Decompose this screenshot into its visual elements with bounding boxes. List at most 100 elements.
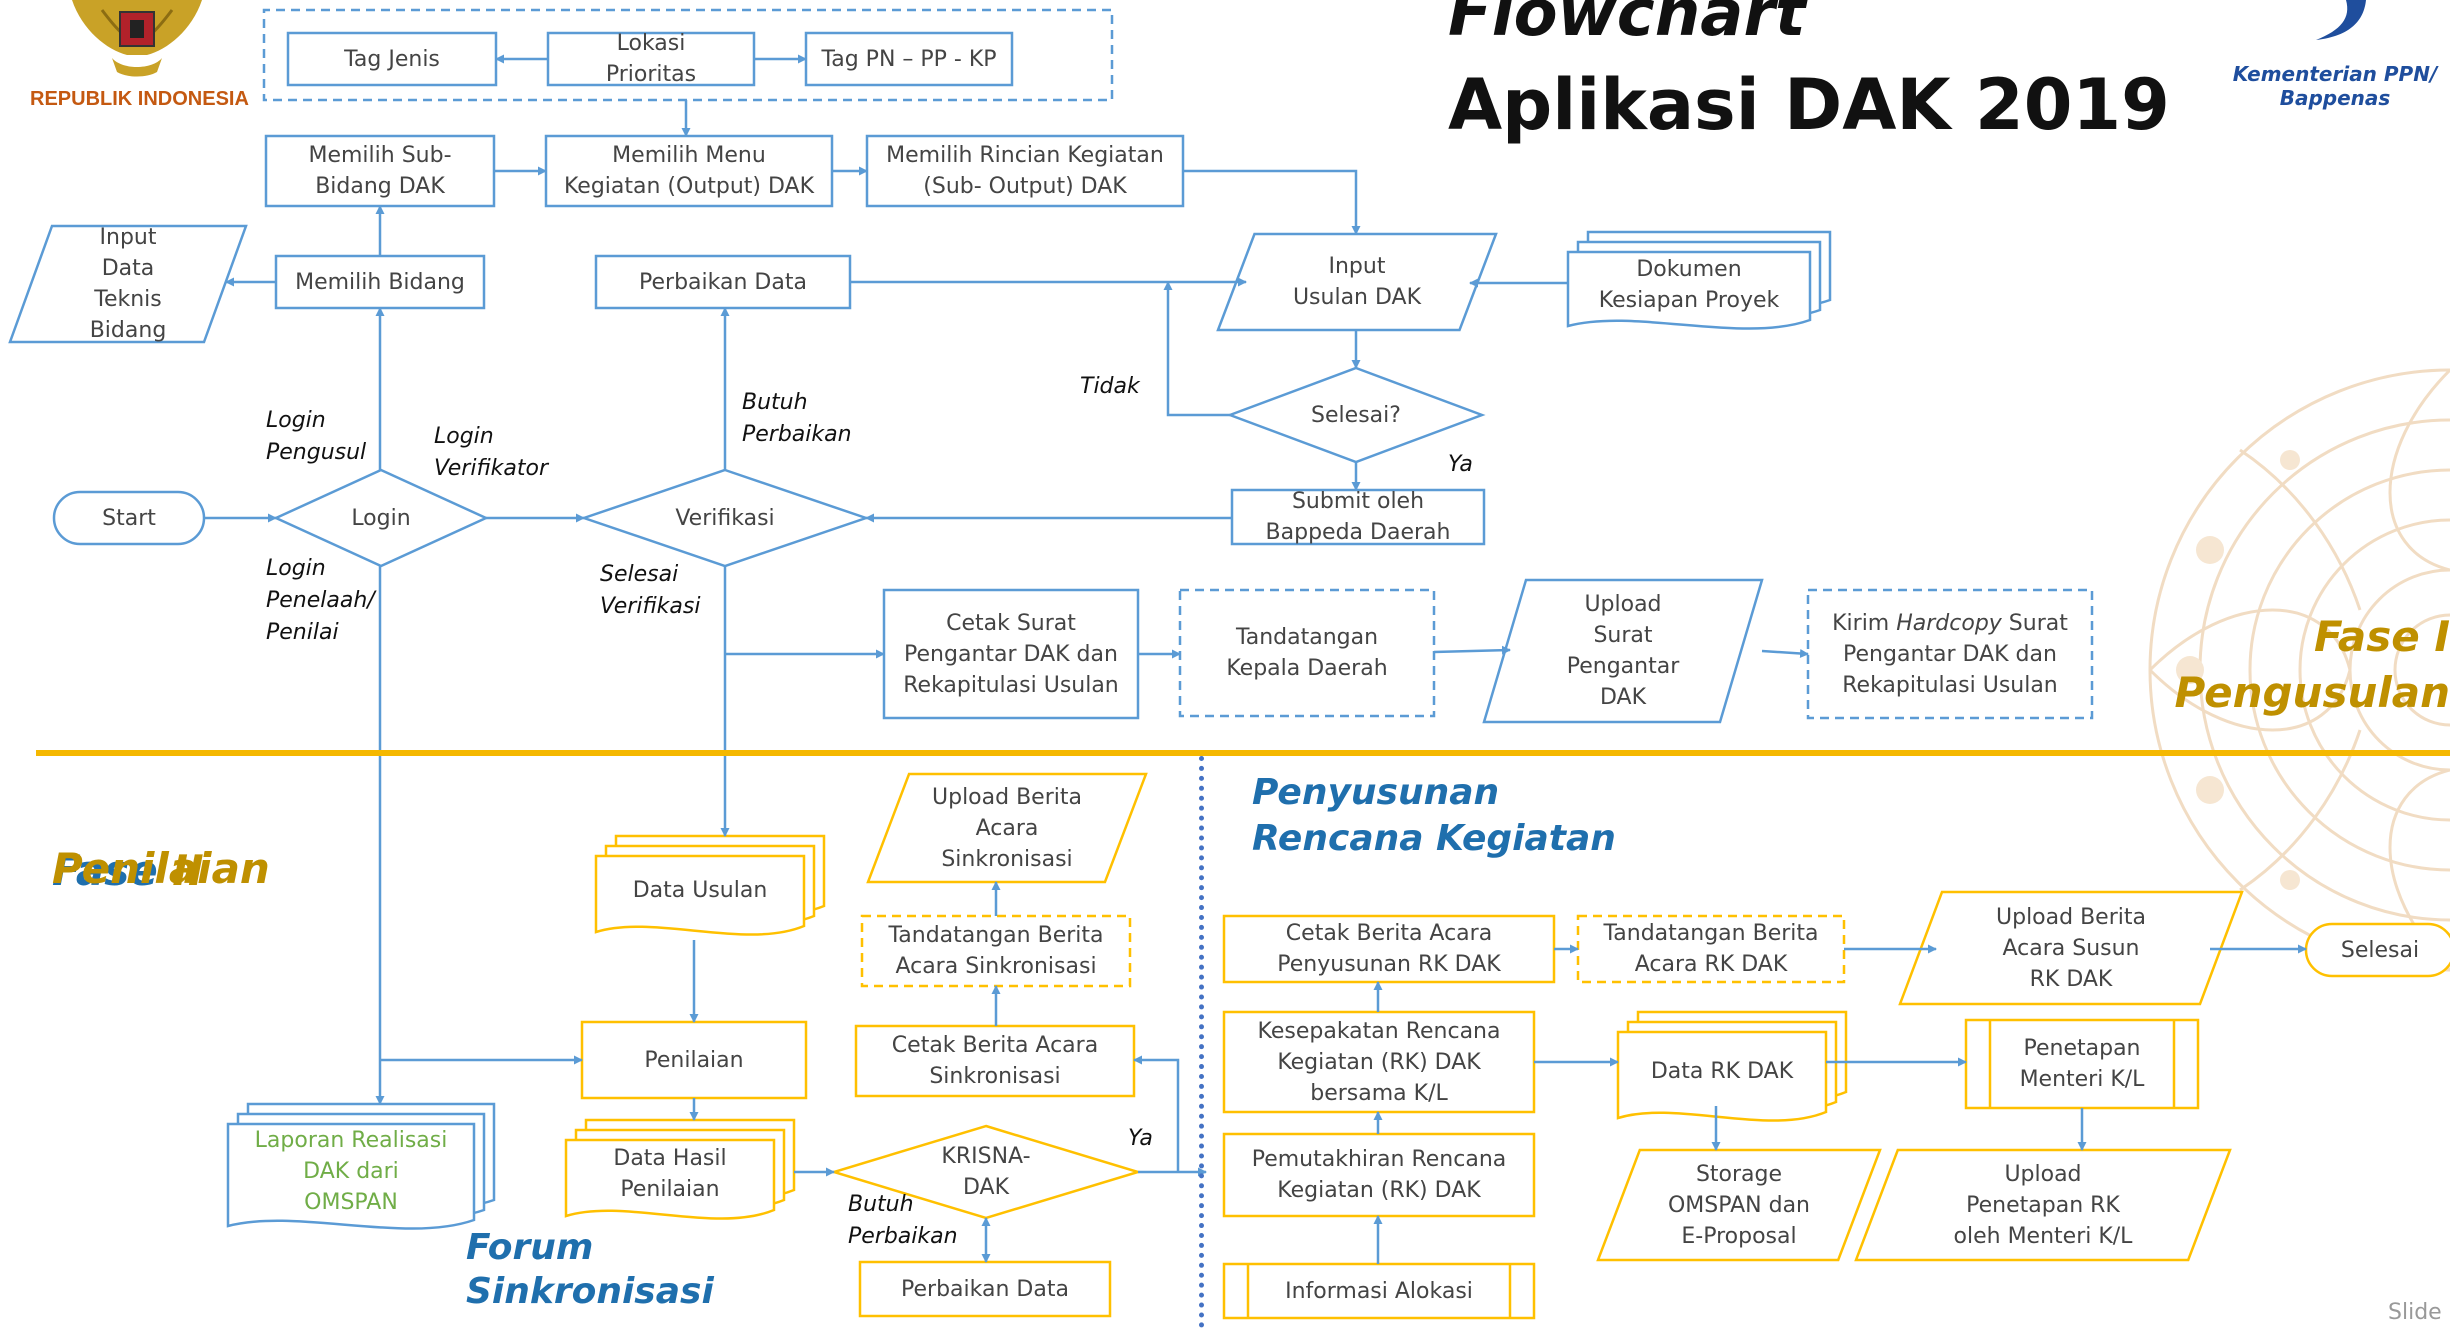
- pemutakhiran-label: Pemutakhiran Rencana Kegiatan (RK) DAK: [1251, 1147, 1507, 1203]
- krisna-label: KRISNA- DAK: [941, 1144, 1031, 1200]
- tag-pn-label: Tag PN – PP - KP: [821, 46, 997, 72]
- garuda-emblem-icon: [72, 0, 202, 77]
- node-input-data-teknis: [8, 224, 248, 344]
- upload-ba-susun-label: Upload Berita Acara Susun RK DAK: [1996, 904, 2146, 992]
- upload-surat-label: Upload Surat Pengantar DAK: [1566, 592, 1680, 710]
- node-penilaian: [580, 1020, 808, 1100]
- section-divider: [1199, 756, 1204, 1328]
- cetak-ba-sinkron-label: Cetak Berita Acara Sinkronisasi: [891, 1033, 1099, 1089]
- tidak-label: Tidak: [1080, 374, 1140, 399]
- fase-2-line-2: Penilaian: [52, 844, 270, 893]
- node-cetak-ba-sinkron: [854, 1024, 1136, 1098]
- data-rk-label: Data RK DAK: [1650, 1058, 1794, 1084]
- ttd-ba-rk-label: Tandatangan Berita Acara RK DAK: [1603, 921, 1819, 977]
- forum-sinkronisasi-title: Forum Sinkronisasi: [466, 1227, 714, 1312]
- title-line-2: Aplikasi DAK 2019: [1448, 64, 2170, 146]
- penetapan-label: Penetapan Menteri K/L: [2019, 1036, 2145, 1092]
- node-laporan: [226, 1102, 496, 1230]
- upload-penetapan-label: Upload Penetapan RK oleh Menteri K/L: [1953, 1161, 2133, 1249]
- node-sub-bidang: [264, 134, 496, 208]
- node-data-rk: [1616, 1010, 1848, 1122]
- memilih-bidang-label: Memilih Bidang: [295, 269, 465, 295]
- login-pengusul-label: Login Pengusul: [266, 408, 367, 465]
- ttd-kepala-label: Tandatangan Kepala Daerah: [1226, 625, 1388, 681]
- fase-1-line-1: Fase I: [2314, 612, 2450, 661]
- storage-label: Storage OMSPAN dan E-Proposal: [1667, 1161, 1810, 1249]
- login-verifikator-label: Login Verifikator: [434, 424, 549, 481]
- selesai-q-label: Selesai?: [1311, 402, 1401, 428]
- node-ttd-ba-sinkron: [860, 914, 1132, 988]
- perbaikan-data-1-label: Perbaikan Data: [639, 269, 807, 295]
- node-perbaikan-data-2: [858, 1260, 1112, 1318]
- ministry-line-1: Kementerian PPN/: [2232, 62, 2438, 86]
- butuh-perbaikan-label: Butuh Perbaikan: [742, 390, 852, 447]
- ya-krisna-label: Ya: [1128, 1126, 1153, 1151]
- input-usulan-label: Input Usulan DAK: [1292, 254, 1422, 310]
- cetak-surat-label: Cetak Surat Pengantar DAK dan Rekapitula…: [903, 610, 1119, 698]
- node-upload-surat: [1482, 578, 1764, 724]
- sub-bidang-label: Memilih Sub- Bidang DAK: [308, 143, 452, 199]
- batik-ornament-icon: [2148, 368, 2450, 972]
- kesepakatan-label: Kesepakatan Rencana Kegiatan (RK) DAK be…: [1257, 1018, 1501, 1106]
- node-tag-pn: [804, 31, 1014, 87]
- input-data-teknis-label: Input Data Teknis Bidang: [89, 225, 167, 343]
- connector-8: [1183, 169, 1361, 235]
- node-ttd-kepala: [1178, 588, 1436, 718]
- node-dokumen-kesiapan: [1566, 230, 1832, 330]
- node-cetak-ba-rk: [1222, 914, 1556, 984]
- menu-kegiatan-label: Memilih Menu Kegiatan (Output) DAK: [563, 143, 815, 199]
- informasi-alokasi-label: Informasi Alokasi: [1285, 1278, 1473, 1304]
- rincian-kegiatan-label: Memilih Rincian Kegiatan (Sub- Output) D…: [886, 143, 1164, 199]
- dokumen-kesiapan-label: Dokumen Kesiapan Proyek: [1598, 257, 1780, 313]
- lokasi-prioritas-label: Lokasi Prioritas: [605, 31, 697, 87]
- node-data-usulan: [594, 834, 826, 936]
- node-cetak-surat: [882, 588, 1140, 720]
- start-label: Start: [102, 505, 156, 531]
- node-informasi-alokasi: [1222, 1262, 1536, 1320]
- tag-jenis-label: Tag Jenis: [344, 46, 440, 72]
- ministry-line-2: Bappenas: [2279, 86, 2391, 110]
- node-rincian-kegiatan: [865, 134, 1185, 208]
- connector-25: [1761, 648, 1809, 658]
- penyusunan-title: Penyusunan Rencana Kegiatan: [1252, 772, 1616, 859]
- login-label: Login: [351, 505, 411, 531]
- connector-19: [1163, 281, 1230, 417]
- verifikasi-label: Verifikasi: [675, 505, 775, 531]
- connector-2: [262, 8, 1114, 102]
- node-upload-ba-sinkron: [866, 772, 1148, 884]
- country-label: REPUBLIK INDONESIA: [30, 88, 249, 110]
- node-upload-ba-susun: [1898, 890, 2244, 1006]
- node-perbaikan-data-1: [594, 254, 852, 310]
- kirim-hardcopy-label: Kirim Hardcopy Surat Pengantar DAK dan R…: [1832, 610, 2068, 698]
- selesai-verifikasi-label: Selesai Verifikasi: [600, 562, 701, 619]
- node-data-hasil: [564, 1118, 796, 1220]
- fase-2-line-1: Fase II: [52, 846, 204, 895]
- ttd-ba-sinkron-label: Tandatangan Berita Acara Sinkronisasi: [888, 923, 1104, 979]
- data-hasil-label: Data Hasil Penilaian: [613, 1146, 727, 1202]
- data-usulan-label: Data Usulan: [632, 877, 768, 903]
- penilaian-label: Penilaian: [644, 1047, 744, 1073]
- ya-label: Ya: [1448, 452, 1473, 477]
- submit-label: Submit oleh Bappeda Daerah: [1265, 489, 1451, 545]
- title-line-1: Flowchart: [1448, 0, 1806, 51]
- node-storage: [1596, 1148, 1882, 1262]
- phase-divider: [36, 750, 2450, 756]
- node-upload-penetapan: [1854, 1148, 2232, 1262]
- node-submit: [1230, 488, 1486, 546]
- cetak-ba-rk-label: Cetak Berita Acara Penyusunan RK DAK: [1277, 921, 1501, 977]
- selesai-label: Selesai: [2340, 937, 2420, 963]
- bappenas-logo-icon: [2316, 0, 2366, 40]
- node-ttd-ba-rk: [1576, 914, 1846, 984]
- fase-1-line-2: Pengusulan: [2174, 668, 2450, 717]
- node-kirim: [1806, 588, 2094, 720]
- node-tag-jenis: [286, 31, 498, 87]
- perbaikan-data-2-label: Perbaikan Data: [901, 1276, 1069, 1302]
- slide-label: Slide: [2388, 1300, 2442, 1325]
- login-penelaah-label: Login Penelaah/ Penilai: [266, 556, 375, 645]
- connector-32: [1133, 1055, 1180, 1172]
- upload-ba-sinkron-label: Upload Berita Acara Sinkronisasi: [932, 784, 1082, 872]
- laporan-label: Laporan Realisasi DAK dari OMSPAN: [254, 1127, 448, 1215]
- node-memilih-bidang: [274, 254, 486, 310]
